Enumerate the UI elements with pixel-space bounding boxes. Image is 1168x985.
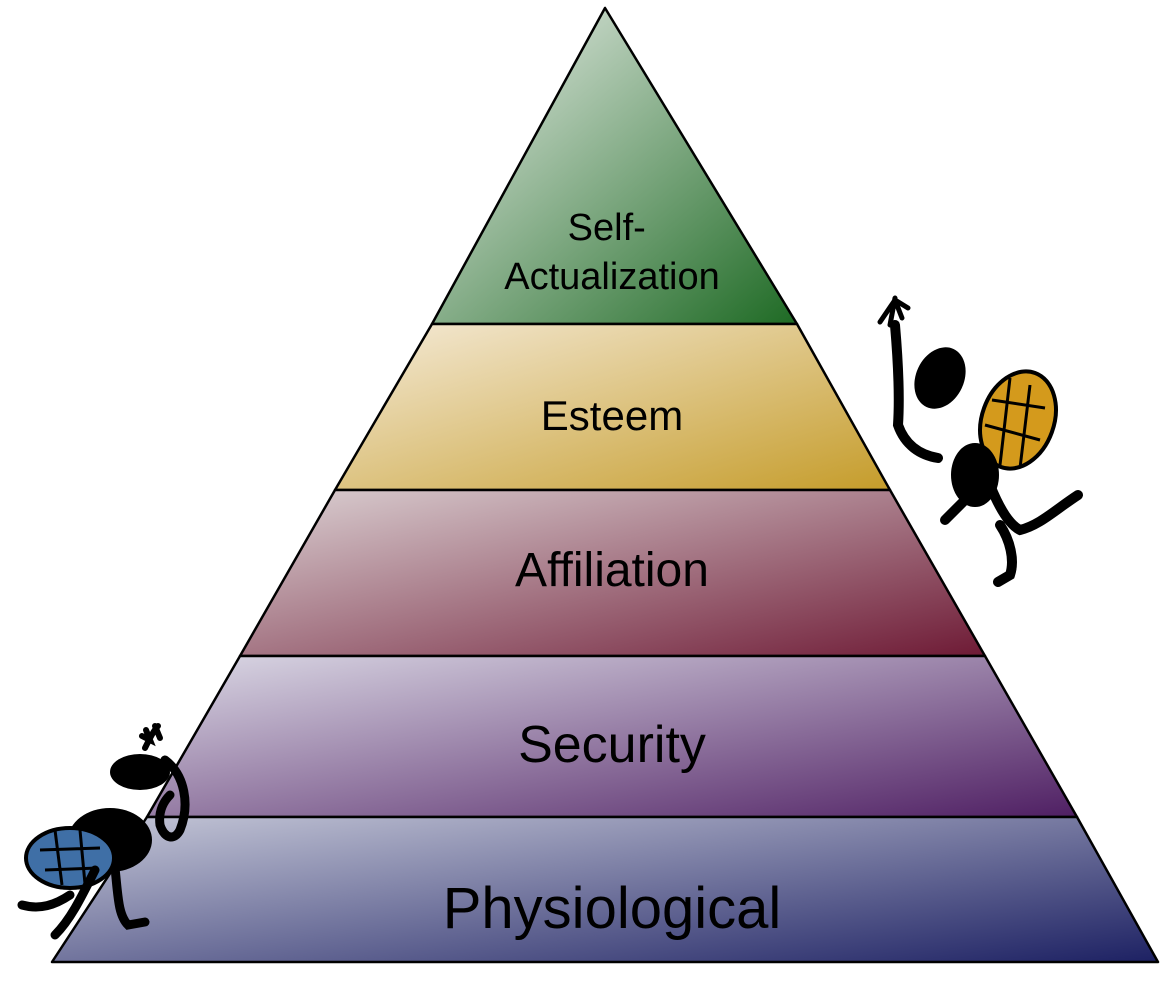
tier-label-esteem: Esteem [541, 392, 683, 439]
climber-right-hand [877, 295, 911, 328]
climber-left-backpack [24, 826, 116, 890]
climber-right-head [914, 347, 966, 409]
climber-left-head [110, 754, 170, 790]
climber-right-arm [890, 320, 943, 463]
tier-labels: Self- Actualization Esteem Affiliation S… [443, 207, 782, 941]
climber-right [877, 295, 1083, 587]
tier-label-physiological: Physiological [443, 876, 782, 941]
climber-left-legs [17, 863, 150, 940]
tier-label-security: Security [518, 716, 706, 774]
tier-label-affiliation: Affiliation [515, 544, 709, 597]
climber-left-backpack-straps [39, 829, 101, 886]
climber-left-arm-upper [155, 755, 190, 842]
climber-right-backpack [978, 369, 1058, 471]
climber-right-legs [940, 480, 1083, 587]
climber-left [17, 723, 190, 940]
climber-right-body [951, 443, 999, 507]
tier-physiological [50, 815, 1160, 964]
climber-right-backpack-straps [984, 377, 1046, 469]
tier-label-self-actualization: Self- Actualization [504, 207, 719, 298]
pyramid [50, 6, 1160, 964]
climber-left-arm [139, 723, 163, 751]
